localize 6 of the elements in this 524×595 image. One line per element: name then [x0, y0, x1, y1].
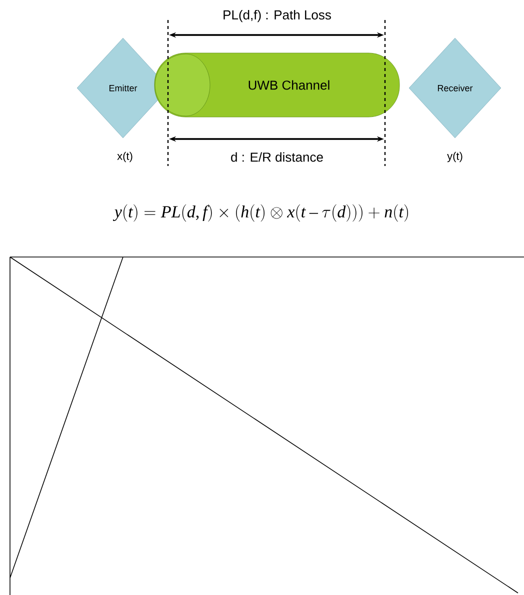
dimension-label: PL(d,f) : Path Loss — [224, 10, 331, 22]
dimension-label: d : E/R distance — [231, 152, 323, 162]
channel-capsule: UWB Channel — [154, 52, 400, 118]
equation: $y(t)=PL(d,f)\times\bigl(h(t)\otimes x(t-\tau(d))\bigr)+n(t)$ — [112, 204, 408, 222]
signal-label: y(t) — [447, 152, 462, 162]
signal-label: x(t) — [117, 152, 132, 162]
